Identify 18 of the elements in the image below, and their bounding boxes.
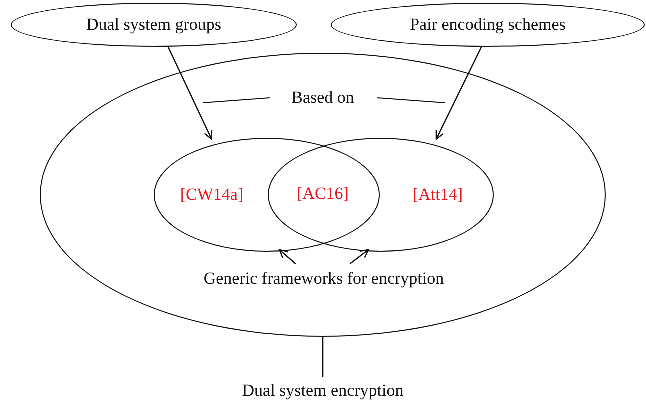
arrow	[350, 249, 370, 265]
node-label: Dual system groups	[86, 15, 222, 35]
citation: [AC16]	[297, 184, 349, 204]
concept-ellipse	[11, 3, 297, 47]
leader-line	[322, 337, 324, 377]
node-label: Pair encoding schemes	[410, 15, 566, 35]
citation: [Att14]	[412, 185, 464, 205]
arrow	[168, 46, 213, 140]
arrow	[278, 249, 296, 264]
outer-ellipse	[40, 53, 606, 337]
set-ellipse	[154, 138, 380, 252]
concept-ellipse	[331, 3, 645, 47]
arrow	[436, 46, 482, 140]
set-ellipse	[268, 138, 494, 252]
heading-label: Based on	[292, 88, 354, 108]
caption-label: Dual system encryption	[193, 377, 453, 405]
citation: [CW14a]	[180, 185, 244, 205]
framework-label: Generic frameworks for encryption	[154, 265, 494, 293]
